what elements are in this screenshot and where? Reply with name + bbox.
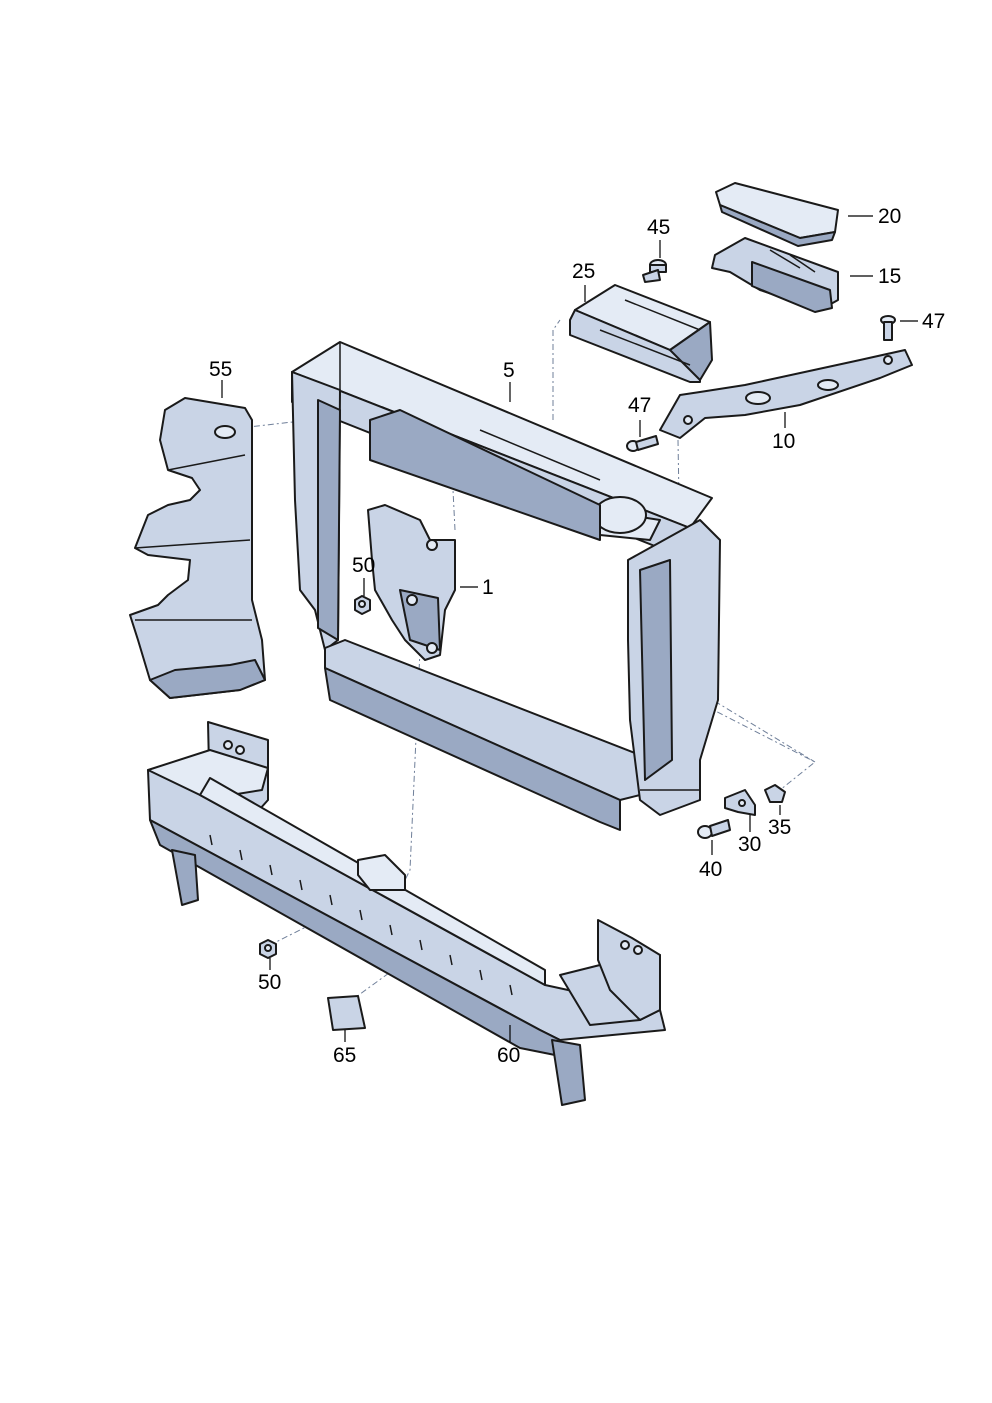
part-20-cover xyxy=(715,182,839,247)
part-60-bumper-beam xyxy=(147,721,666,1106)
bolt-47-upper xyxy=(880,315,896,341)
callout-45: 45 xyxy=(647,216,670,239)
callout-65: 65 xyxy=(333,1044,356,1067)
part-5-lock-carrier xyxy=(291,341,721,831)
callout-60: 60 xyxy=(497,1044,520,1067)
callout-1: 1 xyxy=(482,576,494,599)
fasteners xyxy=(259,259,896,1031)
callout-55: 55 xyxy=(209,358,232,381)
callout-40: 40 xyxy=(699,858,722,881)
callout-50-upper: 50 xyxy=(352,554,375,577)
part-15-air-guide-upper xyxy=(711,237,839,313)
callout-35: 35 xyxy=(768,816,791,839)
part-1-bracket xyxy=(367,504,456,661)
part-25-air-duct xyxy=(569,284,713,383)
callout-20: 20 xyxy=(878,205,901,228)
callout-5: 5 xyxy=(503,359,515,382)
callout-30: 30 xyxy=(738,833,761,856)
part-10-bracket-bar xyxy=(659,349,913,439)
part-55-air-guide xyxy=(129,397,266,699)
callout-labels: 20 15 47 45 25 5 47 10 55 50 1 30 35 40 … xyxy=(209,205,945,1067)
callout-47-lower: 47 xyxy=(628,394,651,417)
callout-25: 25 xyxy=(572,260,595,283)
leader-lines xyxy=(221,215,918,1042)
nut-50-lower xyxy=(259,939,277,959)
callout-47-upper: 47 xyxy=(922,310,945,333)
bolt-47-lower xyxy=(626,435,659,452)
clip-30 xyxy=(724,789,756,816)
nut-50-upper xyxy=(354,595,371,615)
bolt-45 xyxy=(642,259,667,283)
bolt-40 xyxy=(697,819,731,839)
callout-10: 10 xyxy=(772,430,795,453)
clip-nut-35 xyxy=(764,784,786,803)
plug-65 xyxy=(327,995,366,1031)
callout-15: 15 xyxy=(878,265,901,288)
callout-50-lower: 50 xyxy=(258,971,281,994)
